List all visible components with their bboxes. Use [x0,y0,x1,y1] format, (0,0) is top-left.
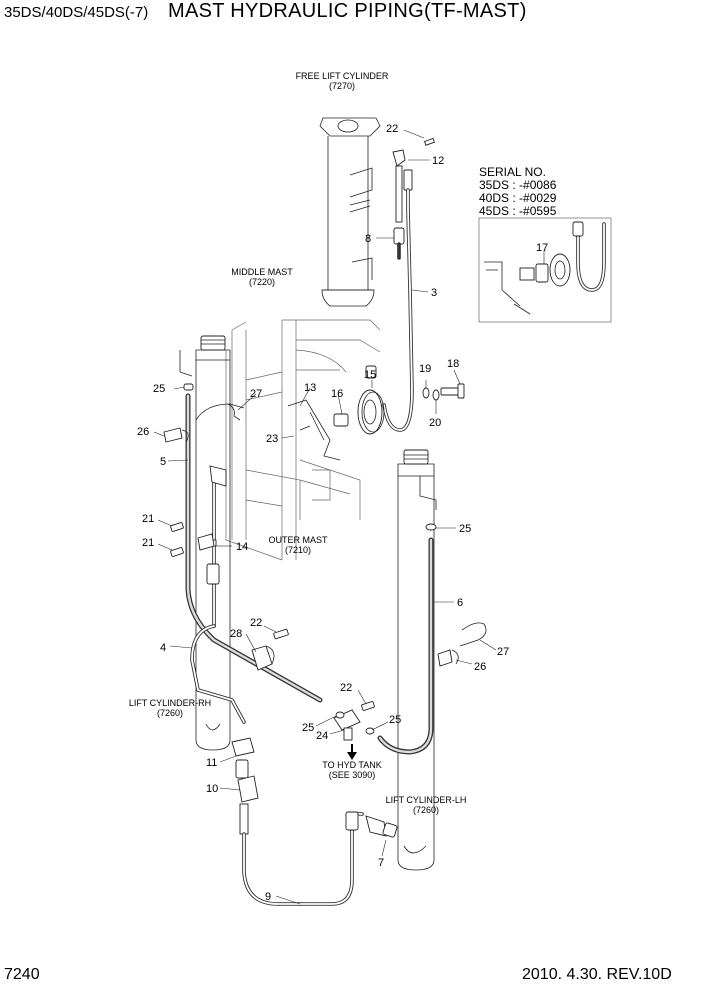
hose-6 [377,523,437,755]
callout-15: 15 [364,369,376,381]
callout-18: 18 [447,358,459,370]
callout-12: 12 [432,155,444,167]
leader-lines [153,129,545,905]
lift-cylinder-rh [179,335,231,751]
hose-pulley [333,365,465,435]
clamps [163,403,487,667]
page-title: MAST HYDRAULIC PIPING(TF-MAST) [168,0,527,22]
label-free-lift-cylinder: FREE LIFT CYLINDER [296,71,389,81]
callout-19: 19 [419,363,431,375]
page-number: 7240 [4,966,40,983]
label-lift-cylinder-lh-ref: (7260) [413,805,439,815]
callout-17: 17 [536,242,548,254]
revision-date: 2010. 4.30. REV.10D [522,966,672,983]
callout-13: 13 [304,382,316,394]
label-lift-cylinder-rh-ref: (7260) [157,708,183,718]
callout-9: 9 [265,891,271,903]
callout-20: 20 [429,417,441,429]
mast-structure [225,319,381,561]
callout-24: 24 [316,730,328,742]
callout-numbers: 22 12 8 3 17 13 27 25 26 16 15 19 18 20 … [137,123,548,903]
callout-25-left: 25 [153,383,165,395]
lift-cylinder-lh [397,449,437,871]
serial-line-40ds: 40DS : -#0029 [479,191,557,205]
callout-21-upper: 21 [142,513,154,525]
callout-28: 28 [230,628,242,640]
label-outer-mast: OUTER MAST [268,535,328,545]
callout-16: 16 [331,388,343,400]
callout-27-left: 27 [250,388,262,400]
callout-25-tee-left: 25 [302,722,314,734]
callout-26-left: 26 [137,426,149,438]
callout-7: 7 [378,857,384,869]
serial-line-35ds: 35DS : -#0086 [479,178,557,192]
serial-number-box: SERIAL NO. 35DS : -#0086 40DS : -#0029 4… [479,166,556,218]
label-middle-mast: MIDDLE MAST [231,267,293,277]
free-lift-hose-assembly [382,137,435,432]
callout-22-bottom: 22 [340,682,352,694]
label-free-lift-ref: (7270) [329,81,355,91]
callout-8: 8 [365,233,371,245]
tee-24 [333,701,375,760]
callout-25-right: 25 [459,523,471,535]
callout-25-tee-right: 25 [389,714,401,726]
label-to-hyd-tank: TO HYD TANK [322,760,382,770]
serial-heading: SERIAL NO. [479,165,546,179]
serial-line-45ds: 45DS : -#0595 [479,204,557,218]
label-middle-mast-ref: (7220) [249,277,275,287]
callout-5: 5 [160,456,166,468]
label-lift-cylinder-rh: LIFT CYLINDER-RH [129,698,211,708]
lower-piping [231,737,398,906]
callout-14: 14 [236,541,248,553]
pipe-4 [190,624,246,724]
serial-detail-inset [478,217,612,323]
component-labels: FREE LIFT CYLINDER (7270) MIDDLE MAST (7… [129,71,467,815]
pipe-14 [170,465,227,628]
callout-4: 4 [160,642,166,654]
clamp-28 [251,628,289,671]
callout-11: 11 [206,757,217,769]
callout-6: 6 [457,597,463,609]
hose-5 [183,383,323,703]
model-range: 35DS/40DS/45DS(-7) [4,4,149,21]
callout-22-middle: 22 [250,617,262,629]
label-outer-mast-ref: (7210) [285,545,311,555]
label-lift-cylinder-lh: LIFT CYLINDER-LH [386,795,467,805]
label-to-hyd-tank-ref: (SEE 3090) [329,770,376,780]
callout-26-right: 26 [474,661,486,673]
callout-23: 23 [266,433,278,445]
callout-21-lower: 21 [142,537,154,549]
callout-27-right: 27 [497,646,509,658]
callout-3: 3 [431,287,437,299]
free-lift-cylinder [319,117,381,307]
callout-22-top: 22 [386,123,398,135]
callout-10: 10 [206,783,218,795]
